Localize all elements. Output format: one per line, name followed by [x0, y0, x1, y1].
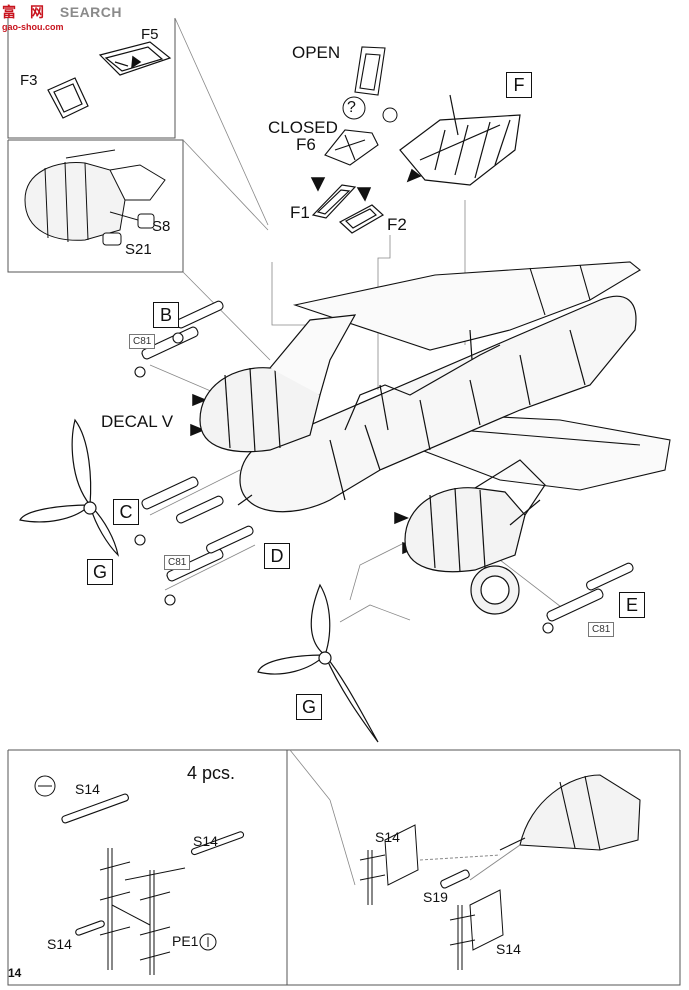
label-four-pcs: 4 pcs.: [187, 763, 236, 783]
label-s8: S8: [152, 218, 171, 235]
part-f2: [338, 204, 385, 234]
exhaust-c: [134, 476, 224, 546]
antenna-pe1: [99, 848, 186, 975]
label-s14-top: S14: [75, 781, 100, 797]
label-pe1: PE1: [172, 933, 199, 949]
box-e: E: [619, 592, 645, 618]
box-g-left: G: [87, 559, 113, 585]
page-number: 14: [8, 966, 22, 980]
upper-wing: [292, 261, 641, 351]
canopy-frame-f: [399, 94, 521, 186]
assembly-arrows: [131, 55, 422, 555]
label-closed: CLOSED: [268, 118, 338, 137]
rod-s14-mid: [190, 831, 245, 856]
box-c: C: [113, 499, 139, 525]
box-g-right: G: [296, 694, 322, 720]
propeller-left: [19, 418, 119, 557]
label-open: OPEN: [292, 43, 341, 62]
tag-c81-b: C81: [129, 334, 156, 349]
part-s19: [440, 869, 470, 889]
label-f6: F6: [296, 135, 316, 154]
label-decal-v: DECAL V: [101, 412, 174, 431]
rod-s14-top: [61, 793, 129, 824]
question-circle: [342, 96, 366, 120]
part-f1: [311, 184, 357, 219]
tag-c81-e: C81: [588, 622, 615, 637]
watermark: 富网 SEARCH: [2, 4, 123, 20]
label-s14-low: S14: [47, 936, 72, 952]
label-f2: F2: [387, 215, 407, 234]
antenna-mount-lower: [449, 889, 504, 970]
label-s21: S21: [125, 241, 152, 258]
label-f5: F5: [141, 26, 159, 43]
box-f: F: [506, 72, 532, 98]
label-s14-mid: S14: [193, 833, 218, 849]
canopy-open: [354, 46, 386, 96]
rod-s14-low: [75, 920, 105, 936]
left-engine: [199, 314, 357, 453]
label-s14-right-low: S14: [496, 941, 521, 957]
label-s19: S19: [423, 889, 448, 905]
watermark-url: gao-shou.com: [2, 22, 64, 32]
exhaust-e: [542, 562, 634, 634]
label-f3: F3: [20, 72, 38, 89]
tag-c81-c: C81: [164, 555, 191, 570]
nose-section: [499, 774, 641, 851]
box-d: D: [264, 543, 290, 569]
canopy-closed-f6: [324, 129, 379, 166]
fuselage: [237, 295, 637, 513]
antenna-mount-upper: [359, 824, 419, 905]
inset-engine: [24, 149, 166, 246]
leader-lines: [149, 17, 566, 886]
canopy-f3: [47, 77, 89, 119]
label-s14-right-top: S14: [375, 829, 400, 845]
exhaust-b: [134, 300, 224, 378]
top-left-frame: [7, 18, 176, 139]
label-f1: F1: [290, 203, 310, 222]
label-question: ?: [347, 99, 356, 116]
propeller-right: [257, 583, 379, 743]
box-b: B: [153, 302, 179, 328]
bottom-frame: [7, 750, 681, 986]
right-engine: [404, 459, 546, 615]
exhaust-d: [164, 525, 254, 606]
detail-circle: [382, 107, 398, 123]
